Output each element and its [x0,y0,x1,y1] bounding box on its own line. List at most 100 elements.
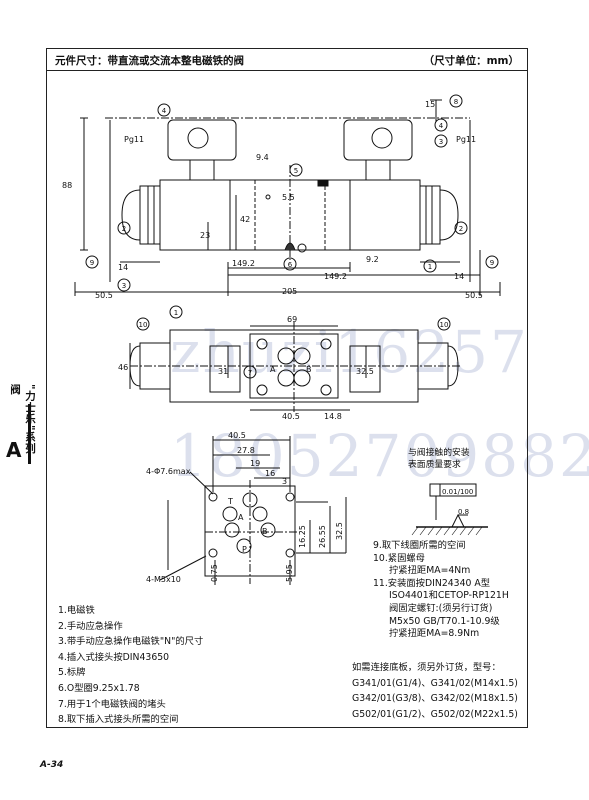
watermark-line-2: 18052709882 [170,422,589,490]
dim-40-5-mount: 40.5 [228,431,246,440]
dim-16: 16 [265,469,275,478]
svg-text:3: 3 [122,282,126,290]
port-a-plan: A [270,365,276,374]
notes-list: 9.取下线圈所需的空间 10.紧固螺母 拧紧扭距MA=4Nm 11.安装面按DI… [373,540,509,641]
plan-view-callout-numbers: 10 1 7 10 [139,309,449,377]
surface-line-2: 表面质量要求 [408,459,461,470]
side-bar [28,404,31,464]
dim-9-4: 9.4 [256,153,269,162]
dim-32-5-mount: 32.5 [335,522,344,540]
drawing-frame: 元件尺寸：带直流或交流本整电磁铁的阀 （尺寸单位：mm） [46,48,528,728]
dim-149-2-b: 149.2 [324,272,347,281]
dim-31: 31 [218,367,228,376]
surface-requirement: 与阀接触的安装 表面质量要求 [408,448,470,471]
svg-text:5: 5 [294,167,298,175]
svg-text:1: 1 [174,309,178,317]
parts-legend: 1.电磁铁 2.手动应急操作 3.带手动应急操作电磁铁"N"的尺寸 4.插入式接… [58,603,203,728]
tolerance-value: 0.01/100 [442,488,473,496]
svg-text:7: 7 [248,369,252,377]
connector-left [167,119,237,161]
dim-40-5: 40.5 [282,412,300,421]
dim-0-75: 0.75 [210,564,219,582]
dim-16-25: 16.25 [298,525,307,548]
order-intro: 如需连接底板，须另外订货，型号： [352,662,501,673]
port-a: A [238,513,244,522]
dim-5-95: 5.95 [285,564,294,582]
roughness-value: 0.8 [458,508,469,516]
note-11-standard: ISO4401和CETOP-RP121H [389,590,509,602]
dim-205: 205 [282,287,297,296]
svg-text:10: 10 [139,321,148,329]
legend-item-6: 6.O型圈9.25x1.78 [58,682,140,694]
legend-item-2: 2.手动应急操作 [58,620,123,632]
dim-14-right: 14 [454,272,464,281]
legend-item-4: 4.插入式接头按DIN43650 [58,651,170,663]
dim-46: 46 [118,363,128,372]
top-view-dims: 15 88 9.4 5.5 42 23 14 50.5 149.2 149.2 … [62,100,483,300]
legend-item-5: 5.标牌 [58,667,86,679]
dim-14-left: 14 [118,263,128,272]
svg-text:9: 9 [490,259,494,267]
dim-69: 69 [287,315,297,324]
pg11-left: Pg11 [124,135,144,144]
dim-3: 3 [282,477,287,486]
port-b-plan: B [306,365,312,374]
solenoid-right [419,185,441,245]
watermark-line-1: zhuzi16257 [170,318,529,386]
note-9: 9.取下线圈所需的空间 [373,540,466,551]
dim-32-5: 32.5 [356,367,374,376]
note-11-screws: 阀固定螺钉:(须另行订货) [389,602,493,614]
order-line-1: G341/01(G1/4)、G341/02(M14x1.5) [352,677,518,689]
dim-14-8: 14.8 [324,412,342,421]
svg-text:8: 8 [454,98,458,106]
port-t: T [227,497,233,506]
section-letter: A [6,438,22,462]
surface-line-1: 与阀接触的安装 [408,448,470,458]
mount-face-dims: 40.5 27.8 19 16 3 16.25 26.55 32.5 0.75 … [146,431,344,584]
surface-symbol-text: 0.01/100 0.8 [442,488,473,516]
page-title: 元件尺寸：带直流或交流本整电磁铁的阀 [55,55,244,67]
dim-26-55: 26.55 [318,525,327,548]
dim-42: 42 [240,215,250,224]
svg-text:4: 4 [162,107,167,115]
dim-50-5-left: 50.5 [95,291,113,300]
label-4-m5x10: 4-M5x10 [146,575,181,584]
note-10-torque: 拧紧扭距MA=4Nm [389,565,471,577]
svg-text:1: 1 [428,263,432,271]
label-4-holes-max: 4-Φ7.6max [146,467,191,476]
page-number: A-34 [40,760,64,770]
svg-text:10: 10 [440,321,449,329]
dim-23: 23 [200,231,210,240]
solenoid-left [139,185,161,245]
legend-item-1: 1.电磁铁 [58,605,95,616]
legend-item-3: 3.带手动应急操作电磁铁"N"的尺寸 [58,636,204,648]
legend-item-7: 7.用于1个电磁铁阀的堵头 [58,698,166,710]
note-11-torque: 拧紧扭距MA=8.9Nm [389,628,480,640]
dim-149-2-a: 149.2 [232,259,255,268]
port-b: B [262,527,268,536]
svg-text:9: 9 [90,259,94,267]
port-p: P [242,545,247,554]
pg11-right: Pg11 [456,135,476,144]
top-view-callout-numbers: 8 4 2 5 3 6 9 1 4 2 9 3 [90,98,494,290]
note-11-screw-spec: M5x50 GB/T70.1-10.9级 [389,615,500,627]
dim-15: 15 [425,100,435,109]
order-line-3: G502/01(G1/2)、G502/02(M22x1.5) [352,708,518,720]
svg-text:4: 4 [439,122,444,130]
subplate-order-info: 如需连接底板，须另外订货，型号： G341/01(G1/4)、G341/02(M… [352,660,518,722]
svg-text:6: 6 [288,261,293,269]
note-10: 10.紧固螺母 [373,552,425,564]
connector-right [343,119,413,161]
dim-50-5-right: 50.5 [465,291,483,300]
svg-text:2: 2 [122,225,126,233]
svg-text:3: 3 [439,138,443,146]
series-side-tab: "力士乐"系列阀 A [0,384,36,464]
dim-88: 88 [62,181,72,190]
header-bar: 元件尺寸：带直流或交流本整电磁铁的阀 （尺寸单位：mm） [47,49,527,71]
svg-text:2: 2 [459,225,463,233]
callouts-top [85,94,499,292]
plan-view-dims: 69 31 32.5 40.5 14.8 46 A B [118,315,374,421]
dim-5-5: 5.5 [282,193,295,202]
dim-27-8: 27.8 [237,446,255,455]
